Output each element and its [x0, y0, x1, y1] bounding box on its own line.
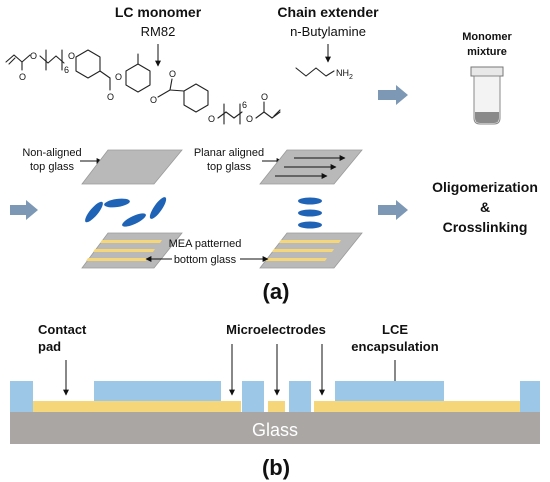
lc-monomer-title: LC monomer — [115, 4, 202, 20]
rm82-acrylate-left — [5, 54, 31, 63]
rm82-o-1: O — [19, 72, 26, 82]
rm82-subscript-right: 6 — [242, 100, 247, 110]
butylamine-nh2: NH2 — [336, 68, 353, 81]
monomer-mixture-label-1: Monomer — [462, 31, 512, 43]
planar-aligned-label-1: Planar aligned — [194, 147, 264, 159]
panel-a: LC monomer RM82 Chain extender n-Butylam… — [5, 4, 538, 304]
chain-extender-name: n-Butylamine — [290, 24, 366, 39]
mea-electrodes-right — [265, 240, 341, 261]
alignment-arrows — [275, 155, 346, 179]
contact-pad-label-1: Contact — [38, 322, 87, 337]
vial-cap — [470, 66, 504, 77]
vial — [470, 66, 504, 125]
chain-extender-title: Chain extender — [277, 4, 379, 20]
lc-molecule — [298, 209, 322, 217]
rm82-link-3 — [169, 89, 185, 92]
mea-label-2: bottom glass — [174, 254, 237, 266]
rm82-benzene-1 — [75, 49, 101, 79]
rm82-o-7: O — [169, 69, 176, 79]
panel-a-label: (a) — [263, 279, 290, 304]
lc-molecules-aligned — [298, 197, 322, 229]
glass-substrate — [10, 412, 540, 444]
lc-molecule — [122, 213, 146, 227]
lc-molecule — [104, 198, 130, 208]
rm82-o-2: O — [30, 51, 37, 61]
device-cross-section: Glass — [10, 381, 540, 444]
lc-molecule — [85, 201, 103, 223]
butylamine-chain — [295, 67, 335, 77]
mea-electrodes-left — [86, 240, 162, 261]
rm82-o-6: O — [150, 95, 157, 105]
electrode-strip — [93, 249, 155, 252]
electrode-strip — [279, 240, 341, 243]
lc-molecule — [298, 197, 322, 205]
electrode-trace — [314, 401, 520, 412]
rm82-o-8: O — [208, 114, 215, 124]
oligomerization-label-1: Oligomerization — [432, 179, 538, 195]
rm82-benzene-3 — [183, 83, 209, 113]
electrode-strip — [100, 240, 162, 243]
lce-block — [242, 381, 264, 412]
lc-monomer-name: RM82 — [141, 24, 176, 39]
monomer-mixture-label-2: mixture — [467, 46, 507, 58]
panel-b-label: (b) — [262, 455, 290, 480]
rm82-double-bond-right — [273, 109, 281, 117]
non-aligned-label-2: top glass — [30, 161, 75, 173]
lc-molecule — [149, 197, 167, 219]
rm82-structure: O O 6 O O O O O O — [5, 49, 281, 125]
microelectrodes-label: Microelectrodes — [226, 322, 326, 337]
vial-liquid — [475, 112, 499, 123]
lc-molecules-random — [85, 197, 167, 227]
electrode-strip — [272, 249, 334, 252]
rm82-acrylate-right — [255, 111, 281, 119]
rm82-spacer-right — [217, 111, 243, 119]
lce-label-2: encapsulation — [351, 339, 438, 354]
butylamine-structure: NH2 — [295, 67, 353, 81]
rm82-double-bond-left — [8, 57, 16, 65]
lce-block — [520, 381, 540, 412]
contact-pad — [33, 401, 241, 412]
lce-block — [10, 381, 33, 412]
lce-block — [94, 381, 221, 401]
rm82-ester-2 — [157, 89, 171, 98]
rm82-ester-2-co — [169, 78, 173, 91]
lce-label-1: LCE — [382, 322, 408, 337]
rm82-subscript-left: 6 — [64, 65, 69, 75]
rm82-benzene-2 — [125, 63, 151, 93]
electrode-strip — [265, 258, 327, 261]
contact-pad-label-2: pad — [38, 339, 61, 354]
rm82-o-9: O — [246, 114, 253, 124]
lc-molecule — [298, 221, 322, 229]
process-arrow-input — [10, 200, 38, 220]
rm82-spacer-left — [39, 55, 65, 64]
planar-aligned-label-2: top glass — [207, 161, 252, 173]
panel-b: Contact pad Microelectrodes LCE encapsul… — [10, 322, 540, 480]
non-aligned-label-1: Non-aligned — [22, 147, 81, 159]
glass-label: Glass — [252, 420, 298, 440]
lce-block — [335, 381, 444, 401]
rm82-o-5: O — [115, 72, 122, 82]
top-glass-non-aligned — [81, 149, 183, 185]
process-arrow-mixture — [378, 85, 408, 105]
oligomerization-label-3: Crosslinking — [443, 219, 528, 235]
rm82-o-3: O — [68, 51, 75, 61]
mea-label-1: MEA patterned — [169, 238, 242, 250]
process-arrow-oligomerization — [378, 200, 408, 220]
rm82-ester-1 — [99, 70, 111, 79]
electrode-strip — [86, 258, 148, 261]
rm82-o-4: O — [107, 92, 114, 102]
lce-block — [289, 381, 311, 412]
oligomerization-label-2: & — [480, 199, 490, 215]
rm82-o-10: O — [261, 92, 268, 102]
microelectrode — [268, 401, 285, 412]
